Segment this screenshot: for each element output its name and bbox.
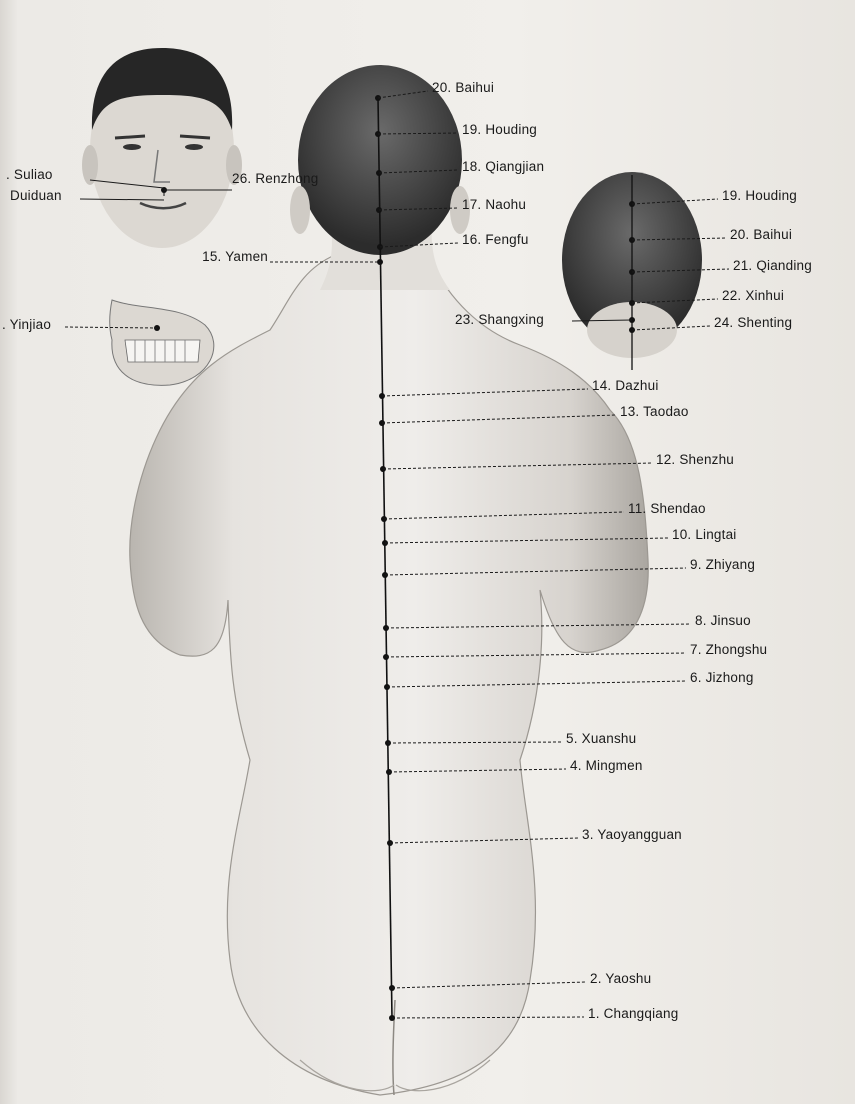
- spine-point-label: 1. Changqiang: [588, 1006, 678, 1021]
- spine-point-label: 14. Dazhui: [592, 378, 659, 393]
- spine-point-label: 9. Zhiyang: [690, 557, 755, 572]
- spine-point-label: 16. Fengfu: [462, 232, 529, 247]
- spine-point-label: 4. Mingmen: [570, 758, 643, 773]
- spine-point-label: 19. Houding: [462, 122, 537, 137]
- spine-point-label: 10. Lingtai: [672, 527, 737, 542]
- face-point-label: 26. Renzhong: [232, 171, 318, 186]
- face-point-label: . Yinjiao: [2, 317, 51, 332]
- spine-point-label: 6. Jizhong: [690, 670, 754, 685]
- head-point-label: 21. Qianding: [733, 258, 812, 273]
- spine-point-label: 17. Naohu: [462, 197, 526, 212]
- spine-point-label: 7. Zhongshu: [690, 642, 767, 657]
- spine-point-label: 15. Yamen: [202, 249, 268, 264]
- face-portrait: [82, 48, 242, 248]
- head-point-label: 24. Shenting: [714, 315, 792, 330]
- spine-point-label: 20. Baihui: [432, 80, 494, 95]
- face-point-label: . Suliao: [6, 167, 53, 182]
- spine-point-label: 18. Qiangjian: [462, 159, 544, 174]
- spine-point-label: 3. Yaoyangguan: [582, 827, 682, 842]
- spine-point-label: 12. Shenzhu: [656, 452, 734, 467]
- face-point-label: Duiduan: [10, 188, 62, 203]
- gum-inset: [110, 300, 214, 385]
- head-point-label: 23. Shangxing: [455, 312, 544, 327]
- head-point-label: 22. Xinhui: [722, 288, 784, 303]
- head-point-label: 20. Baihui: [730, 227, 792, 242]
- spine-point-label: 2. Yaoshu: [590, 971, 651, 986]
- spine-point-label: 5. Xuanshu: [566, 731, 636, 746]
- spine-point-label: 11. Shendao: [628, 501, 706, 516]
- spine-point-label: 8. Jinsuo: [695, 613, 751, 628]
- head-point-label: 19. Houding: [722, 188, 797, 203]
- spine-point-label: 13. Taodao: [620, 404, 689, 419]
